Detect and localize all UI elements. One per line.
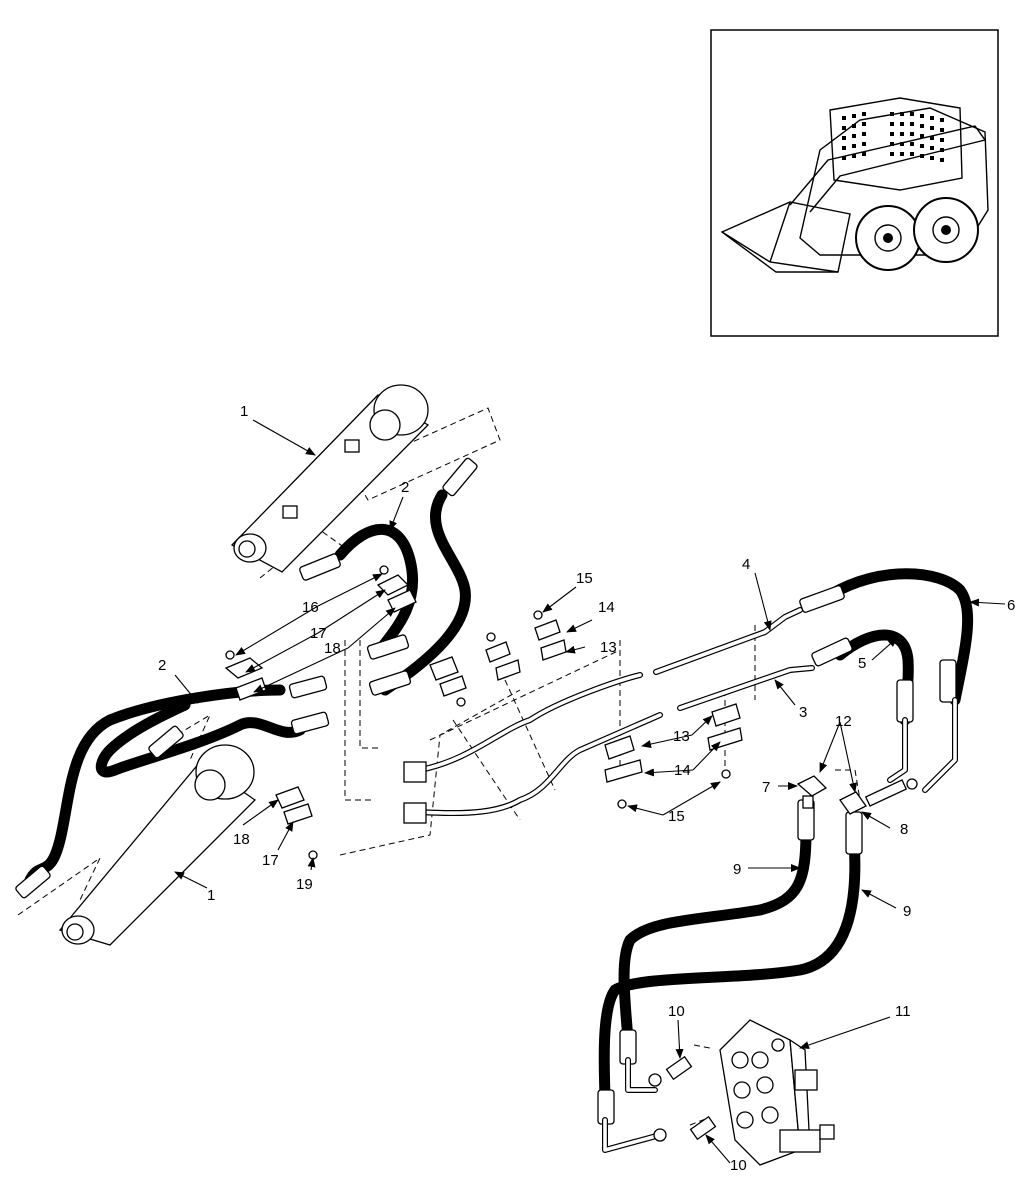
callout-7: 7 <box>762 779 770 796</box>
callout-18-upper: 18 <box>324 640 341 657</box>
hose-2-upper <box>299 457 478 696</box>
callout-1-lower: 1 <box>207 887 215 904</box>
cage-mesh <box>842 112 944 162</box>
callout-4: 4 <box>742 556 750 573</box>
callout-12: 12 <box>835 713 852 730</box>
callout-2-upper: 2 <box>401 479 409 496</box>
callout-19: 19 <box>296 876 313 893</box>
hose-9-b <box>597 811 863 1125</box>
lift-cylinder-upper <box>230 384 430 573</box>
callout-13-lower: 13 <box>673 728 690 745</box>
callout-11: 11 <box>895 1003 911 1020</box>
callout-18-lower: 18 <box>233 831 250 848</box>
callout-10-upper: 10 <box>668 1003 685 1020</box>
tube-3 <box>417 665 815 817</box>
leader-lines <box>174 419 1006 1164</box>
hose-9-a <box>618 799 815 1065</box>
callout-2-lower: 2 <box>158 657 166 674</box>
fitting-8 <box>839 778 918 815</box>
hose-5 <box>811 629 914 726</box>
callout-15-lower: 15 <box>668 808 685 825</box>
valve-tubes <box>602 697 958 1153</box>
machine-inset <box>710 29 999 337</box>
adapters-10 <box>648 1055 717 1142</box>
tube-4 <box>417 607 803 773</box>
callout-17-lower: 17 <box>262 852 279 869</box>
callout-14-upper: 14 <box>598 599 615 616</box>
callout-3: 3 <box>799 704 807 721</box>
callout-14-lower: 14 <box>674 762 691 779</box>
lift-cylinder-lower <box>58 744 257 946</box>
fitting-7 <box>796 775 828 809</box>
callout-8: 8 <box>900 821 908 838</box>
callout-5: 5 <box>858 655 866 672</box>
nuts-bolts <box>225 565 731 860</box>
callout-6: 6 <box>1007 597 1015 614</box>
tube-blocks <box>403 761 427 824</box>
hose-2-lower <box>15 675 330 899</box>
callout-10-lower: 10 <box>730 1157 747 1174</box>
callout-1-upper: 1 <box>240 403 248 420</box>
control-valve <box>719 1019 835 1166</box>
callout-15-upper: 15 <box>576 570 593 587</box>
callout-9-left: 9 <box>733 861 741 878</box>
callout-labels: 1 2 15 4 6 16 14 17 13 18 5 2 3 12 13 14… <box>158 403 1015 1174</box>
callout-9-right: 9 <box>903 903 911 920</box>
callout-13-upper: 13 <box>600 639 617 656</box>
hose-6 <box>799 568 974 706</box>
callout-16: 16 <box>302 599 319 616</box>
callout-17-upper: 17 <box>310 625 327 642</box>
